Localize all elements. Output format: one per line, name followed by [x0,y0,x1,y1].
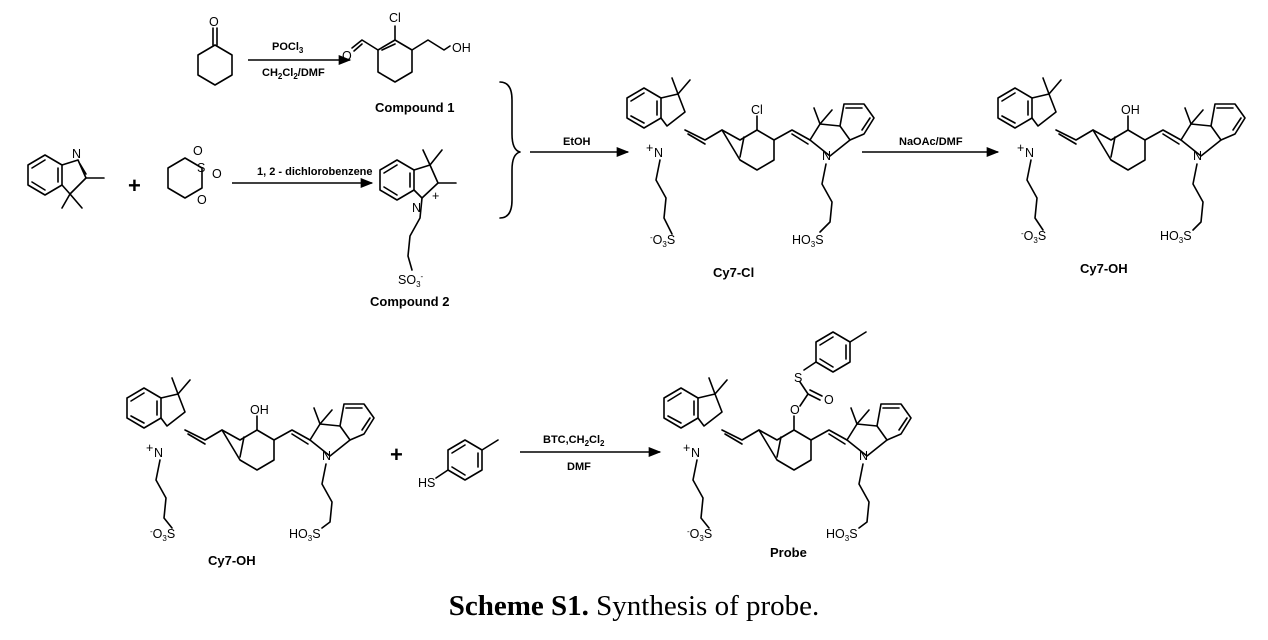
svg-text:SO3-: SO3- [398,272,424,289]
svg-text:OH: OH [1121,103,1140,117]
svg-text:O: O [209,15,219,29]
svg-text:N: N [691,446,700,460]
svg-text:EtOH: EtOH [563,136,591,148]
svg-text:+: + [646,141,653,155]
svg-text:+: + [432,189,439,203]
svg-text:N: N [72,147,81,161]
svg-text:N: N [1193,149,1202,163]
svg-text:Cl: Cl [751,103,763,117]
cy7-oh-label: Cy7-OH [1080,261,1128,276]
step3-arrow: EtOH [530,136,630,158]
butane-sultone: S O O O [167,144,222,207]
svg-text:OH: OH [250,403,269,417]
cy7-cl-label: Cy7-Cl [713,265,754,280]
cyclohexanone: O [197,15,233,86]
probe-structure: N + O O S N -O3S HO3S [663,331,912,543]
svg-text:N: N [154,446,163,460]
svg-text:N: N [1025,146,1034,160]
cy7-oh-structure: N + OH N -O3S HO3S [997,77,1246,245]
svg-text:N: N [859,449,868,463]
svg-text:N: N [322,449,331,463]
svg-text:S: S [197,161,205,175]
svg-text:HO3S: HO3S [826,527,858,543]
svg-text:-O3S: -O3S [687,527,712,543]
svg-text:O: O [212,167,222,181]
svg-text:POCl3: POCl3 [272,41,304,55]
svg-text:O: O [824,393,834,407]
svg-text:-O3S: -O3S [150,527,175,543]
svg-text:HO3S: HO3S [289,527,321,543]
svg-text:O: O [790,403,800,417]
svg-text:O: O [342,49,352,63]
caption-label: Scheme S1. [448,590,589,622]
svg-text:+: + [1017,141,1024,155]
svg-text:+: + [683,441,690,455]
cy7-cl-structure: N + Cl N -O3S HO3S [626,77,875,249]
svg-text:N: N [412,201,421,215]
svg-text:+: + [146,441,153,455]
thiocresol: HS [418,439,499,490]
cy7-oh-structure-2: N + OH N -O3S HO3S [126,377,375,543]
compound-2-label: Compound 2 [370,294,449,309]
svg-text:-O3S: -O3S [1021,229,1046,245]
svg-text:N: N [822,149,831,163]
scheme-caption: Scheme S1. Synthesis of probe. [0,590,1268,623]
plus-sign-2: + [390,442,403,467]
compound-1-structure: Cl O OH [342,11,471,83]
cy7-oh-label-2: Cy7-OH [208,553,256,568]
probe-label: Probe [770,545,807,560]
caption-text: Synthesis of probe. [588,590,820,622]
step5-arrow: BTC,CH2Cl2 DMF [520,434,662,473]
step1-arrow: POCl3 CH2Cl2/DMF [248,41,352,81]
step4-arrow: NaOAc/DMF [862,136,1000,158]
svg-text:NaOAc/DMF: NaOAc/DMF [899,136,963,148]
svg-text:HO3S: HO3S [792,233,824,249]
svg-text:DMF: DMF [567,461,591,473]
svg-text:O: O [197,193,207,207]
svg-text:1, 2 - dichlorobenzene: 1, 2 - dichlorobenzene [257,166,373,178]
svg-text:Cl: Cl [389,11,401,25]
svg-text:BTC,CH2Cl2: BTC,CH2Cl2 [543,434,605,448]
svg-text:-O3S: -O3S [650,233,675,249]
svg-text:O: O [193,144,203,158]
combine-brace [499,81,521,219]
step2-arrow: 1, 2 - dichlorobenzene [232,166,374,189]
trimethylindolenine: N [27,147,105,209]
svg-text:OH: OH [452,41,471,55]
svg-text:HS: HS [418,476,435,490]
svg-text:S: S [794,371,802,385]
svg-text:HO3S: HO3S [1160,229,1192,245]
plus-sign-1: + [128,173,141,198]
compound-2-structure: N + SO3- [379,149,457,289]
svg-text:N: N [654,146,663,160]
compound-1-label: Compound 1 [375,100,454,115]
svg-text:CH2Cl2/DMF: CH2Cl2/DMF [262,67,325,81]
